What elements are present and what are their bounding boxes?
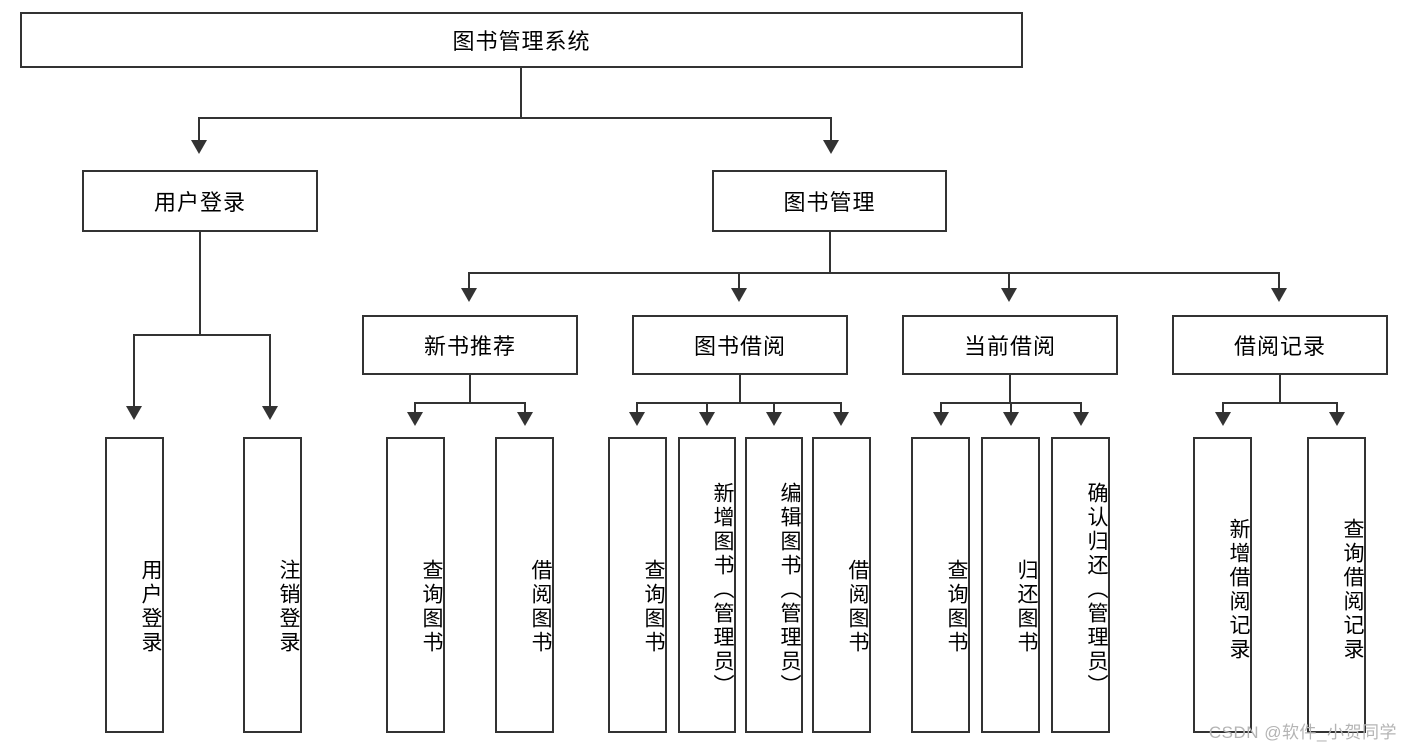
connector-nbr-stem [469,375,471,404]
node-label: 借阅记录 [1233,334,1326,359]
connector-bb-drop-3 [773,402,775,414]
arrowhead-leaf-nbr-borrow-book [517,412,533,426]
arrowhead-leaf-logout [262,406,278,420]
arrowhead-leaf-bb-edit-book [766,412,782,426]
arrowhead-to-new-book-recommend [461,288,477,302]
watermark-text: CSDN @软件_小贺同学 [1208,723,1397,742]
arrowhead-leaf-cb-return-book [1003,412,1019,426]
connector-book-management-stem [829,232,831,274]
arrowhead-to-current-borrow [1001,288,1017,302]
leaf-bb-borrow-book[interactable]: 借阅图书 [812,437,871,733]
connector-bm-drop-3 [1008,272,1010,290]
node-book-management[interactable]: 图书管理 [712,170,947,232]
node-label: 新增图书（管理员） [711,482,734,698]
connector-cb-stem [1009,375,1011,404]
connector-br-drop-2 [1336,402,1338,414]
arrowhead-leaf-bb-borrow-book [833,412,849,426]
node-label: 图书借阅 [693,334,786,359]
node-label: 编辑图书（管理员） [778,482,801,698]
arrowhead-to-user-login [191,140,207,154]
connector-root-stem [520,68,522,118]
connector-bm-drop-1 [468,272,470,290]
leaf-nbr-query-book[interactable]: 查询图书 [386,437,445,733]
leaf-bb-edit-book[interactable]: 编辑图书（管理员） [745,437,803,733]
arrowhead-to-book-management [823,140,839,154]
leaf-bb-add-book[interactable]: 新增图书（管理员） [678,437,736,733]
connector-bb-drop-4 [840,402,842,414]
connector-bm-drop-4 [1278,272,1280,290]
connector-bb-drop-1 [636,402,638,414]
node-borrow-record[interactable]: 借阅记录 [1172,315,1388,375]
leaf-cb-return-book[interactable]: 归还图书 [981,437,1040,733]
node-label: 确认归还（管理员） [1085,482,1108,698]
arrowhead-to-borrow-record [1271,288,1287,302]
leaf-logout[interactable]: 注销登录 [243,437,302,733]
connector-bb-stem [739,375,741,404]
node-root-book-management-system[interactable]: 图书管理系统 [20,12,1023,68]
connector-bm-drop-2 [738,272,740,290]
connector-book-management-bus [468,272,1280,274]
node-label: 查询图书 [420,559,443,655]
arrowhead-leaf-bb-query-book [629,412,645,426]
node-label: 用户登录 [139,559,162,655]
connector-user-login-drop-2 [269,334,271,408]
node-label: 归还图书 [1015,559,1038,655]
node-user-login[interactable]: 用户登录 [82,170,318,232]
connector-bb-drop-2 [706,402,708,414]
node-current-borrow[interactable]: 当前借阅 [902,315,1118,375]
node-label: 图书管理 [783,190,876,215]
arrowhead-to-book-borrow [731,288,747,302]
arrowhead-leaf-cb-query-book [933,412,949,426]
connector-br-bus [1222,402,1338,404]
leaf-cb-query-book[interactable]: 查询图书 [911,437,970,733]
connector-root-drop-right [830,117,832,142]
connector-bb-bus [636,402,842,404]
node-label: 查询图书 [642,559,665,655]
leaf-br-add-record[interactable]: 新增借阅记录 [1193,437,1252,733]
leaf-bb-query-book[interactable]: 查询图书 [608,437,667,733]
node-label: 查询图书 [945,559,968,655]
leaf-cb-confirm-return[interactable]: 确认归还（管理员） [1051,437,1110,733]
connector-br-stem [1279,375,1281,404]
connector-cb-drop-3 [1080,402,1082,414]
arrowhead-leaf-bb-add-book [699,412,715,426]
node-label: 新增借阅记录 [1227,518,1250,662]
arrowhead-leaf-br-query-record [1329,412,1345,426]
leaf-br-query-record[interactable]: 查询借阅记录 [1307,437,1366,733]
connector-root-bus [198,117,832,119]
connector-br-drop-1 [1222,402,1224,414]
node-label: 新书推荐 [423,334,516,359]
node-label: 图书管理系统 [452,29,591,54]
arrowhead-leaf-user-login [126,406,142,420]
node-label: 用户登录 [153,190,246,215]
connector-root-drop-left [198,117,200,142]
connector-user-login-drop-1 [133,334,135,408]
node-label: 借阅图书 [529,559,552,655]
node-label: 借阅图书 [846,559,869,655]
arrowhead-leaf-cb-confirm-return [1073,412,1089,426]
node-label: 注销登录 [277,559,300,655]
connector-user-login-stem [199,232,201,336]
node-label: 当前借阅 [963,334,1056,359]
leaf-nbr-borrow-book[interactable]: 借阅图书 [495,437,554,733]
connector-cb-drop-1 [940,402,942,414]
connector-user-login-bus [133,334,269,336]
connector-cb-drop-2 [1010,402,1012,414]
connector-nbr-drop-1 [414,402,416,414]
arrowhead-leaf-br-add-record [1215,412,1231,426]
connector-nbr-drop-2 [524,402,526,414]
connector-nbr-bus [414,402,526,404]
node-label: 查询借阅记录 [1341,518,1364,662]
arrowhead-leaf-nbr-query-book [407,412,423,426]
leaf-user-login[interactable]: 用户登录 [105,437,164,733]
node-new-book-recommend[interactable]: 新书推荐 [362,315,578,375]
node-book-borrow[interactable]: 图书借阅 [632,315,848,375]
